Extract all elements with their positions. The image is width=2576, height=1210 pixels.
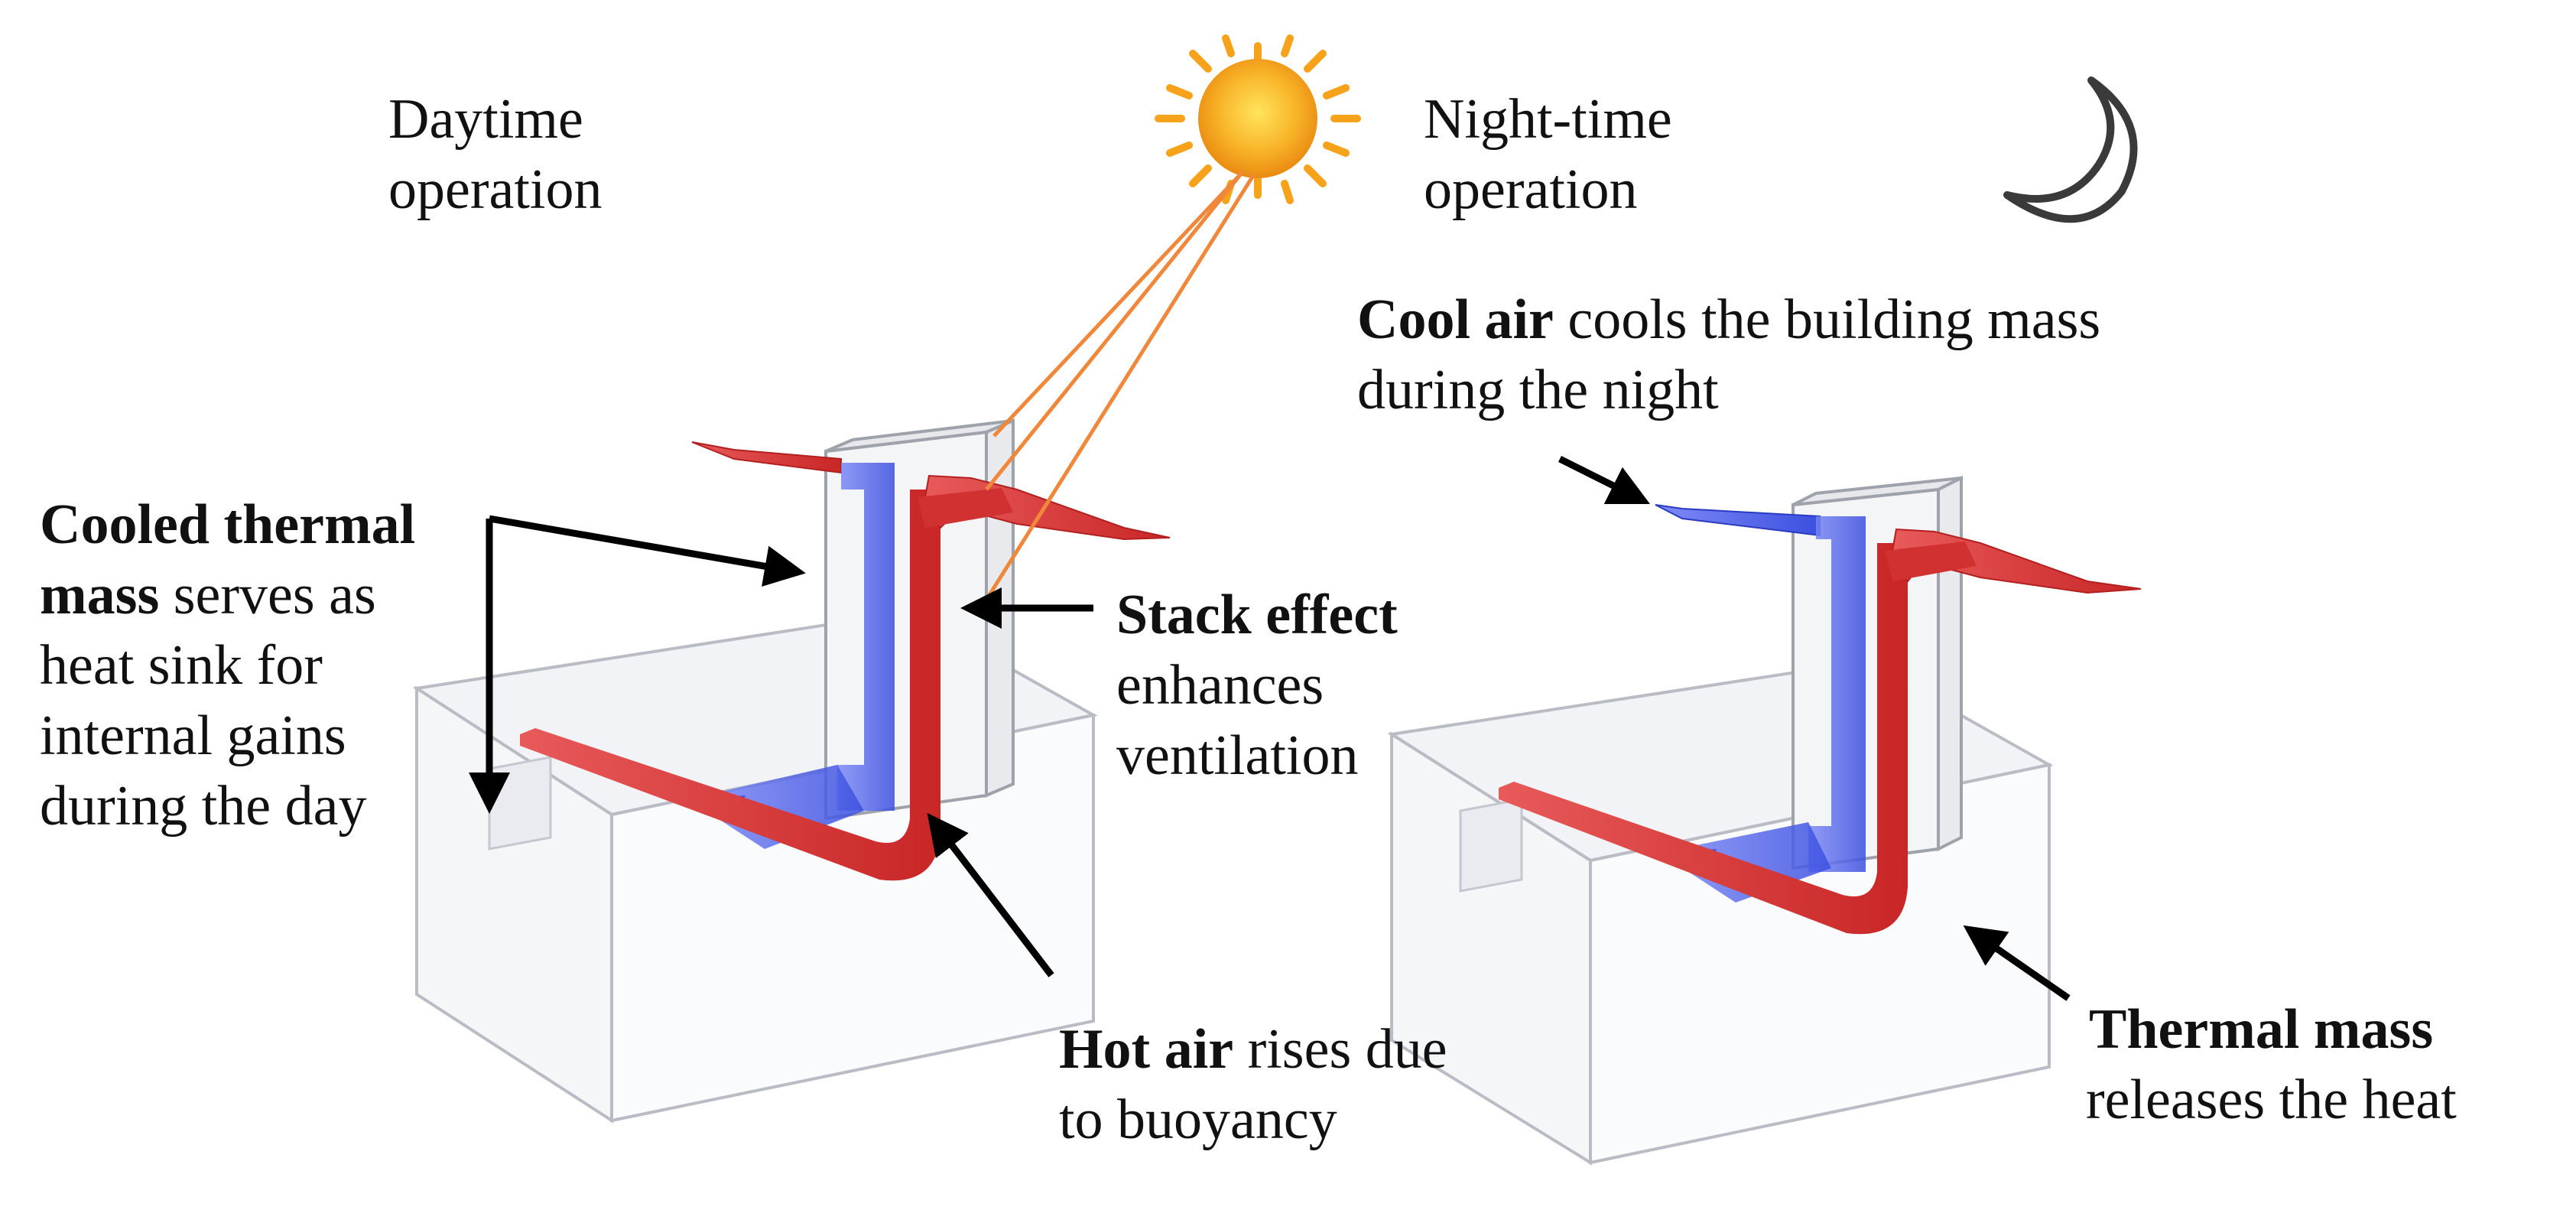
sun-icon — [1155, 34, 1361, 204]
moon-icon — [2003, 76, 2138, 223]
arrow-hot-air — [927, 812, 1054, 977]
thermal-mass-label: Thermal mass releases the heat — [2086, 998, 2457, 1131]
pointer-arrows — [469, 455, 2071, 1001]
arrow-cooled-mass-to-tower — [489, 515, 806, 587]
solar-rays — [976, 171, 1256, 613]
cool-air-label: Cool air cools the building mass during … — [1357, 288, 2101, 421]
hot-air-label: Hot air rises due to buoyancy — [1059, 1018, 1447, 1151]
arrow-thermal-mass — [1963, 925, 2071, 1001]
day-building — [412, 418, 1171, 1124]
arrow-cool-air — [1558, 455, 1651, 505]
stack-effect-label: Stack effect enhances ventilation — [1116, 584, 1398, 787]
cooled-thermal-mass-label: Cooled thermal mass serves as heat sink … — [40, 493, 416, 838]
night-building — [1387, 475, 2142, 1166]
day-title: Daytime operation — [388, 88, 603, 221]
night-title: Night-time operation — [1424, 88, 1672, 221]
